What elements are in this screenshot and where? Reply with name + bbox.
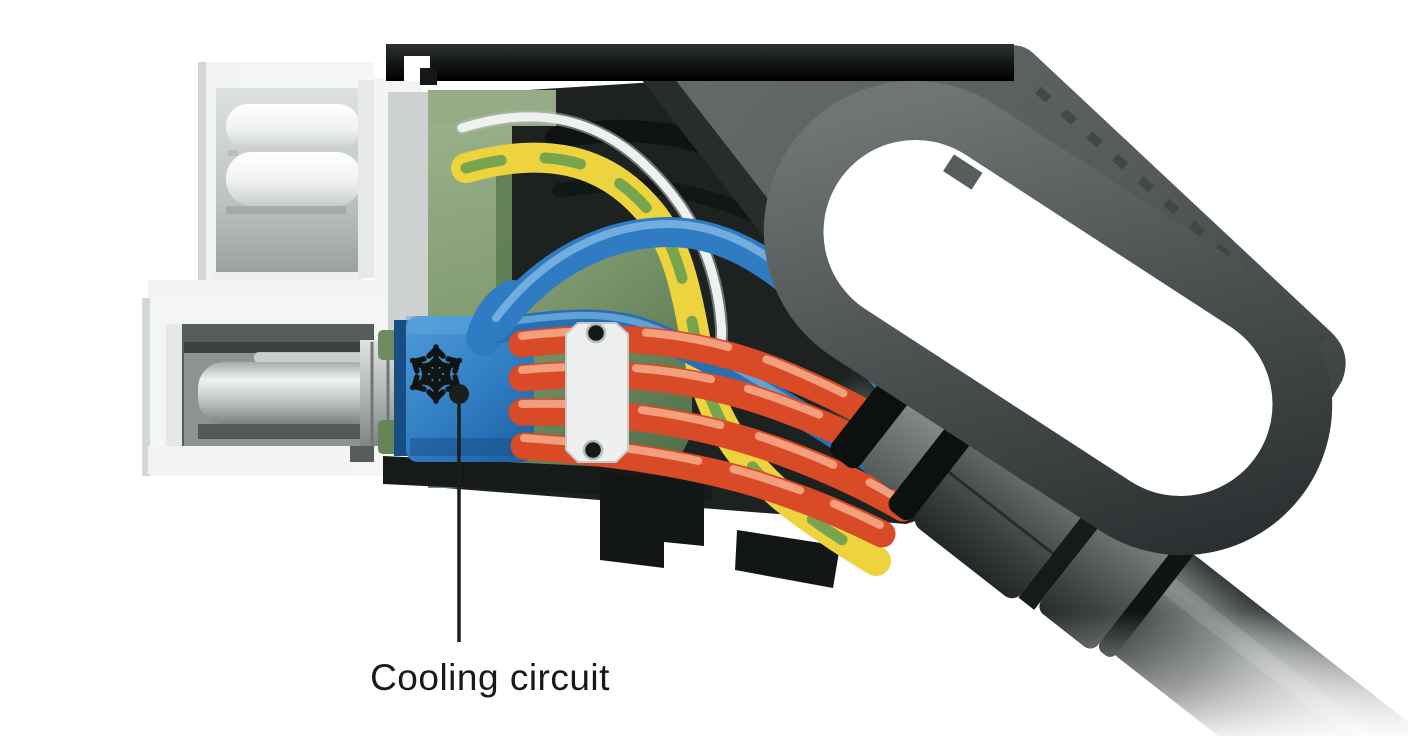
pin-under-shadow xyxy=(198,424,374,439)
cooling-circuit-label: Cooling circuit xyxy=(370,657,610,698)
housing-lower-inner-wall xyxy=(166,324,182,462)
housing-lower-bottom-wall xyxy=(148,446,350,474)
rim-step-2 xyxy=(735,530,840,588)
coolant-tube-lower-highlight xyxy=(496,311,834,429)
contact-sleeve-1 xyxy=(226,104,360,150)
contact-housing-lower xyxy=(142,298,406,476)
housing-left-edge-shade xyxy=(198,62,206,320)
cooling-block-bottom-shade xyxy=(410,438,530,456)
clamp-plate xyxy=(565,322,629,463)
handle xyxy=(763,80,1333,556)
cable-clamp xyxy=(565,322,629,463)
top-cap-bar xyxy=(386,44,1014,81)
clamp-screw-bottom xyxy=(582,439,604,461)
bottom-fade xyxy=(855,612,1408,736)
top-cap-tooth xyxy=(420,68,437,85)
frame-backing xyxy=(388,92,432,330)
gland-nut-facet-2 xyxy=(947,470,1054,555)
housing-lower-left-edge xyxy=(142,298,150,476)
pin-guide-rod xyxy=(254,352,366,363)
leader-dot xyxy=(449,384,469,404)
body-top-cap xyxy=(386,44,1014,85)
handle-opening xyxy=(823,139,1273,497)
sleeve-shadow-1 xyxy=(228,150,238,156)
housing-step-shade xyxy=(358,80,376,278)
housing-lower-top-seam xyxy=(184,342,374,353)
contact-sleeve-2 xyxy=(226,152,362,206)
rim-step-1 xyxy=(600,472,704,568)
sleeve-shadow-2 xyxy=(226,206,346,214)
body-bottom-rim xyxy=(383,456,840,588)
snowflake-icon xyxy=(409,344,463,404)
signal-wire xyxy=(457,112,727,369)
contact-pin xyxy=(198,362,380,424)
clamp-screw-top xyxy=(585,322,607,344)
handle-inner-notch xyxy=(943,154,983,190)
